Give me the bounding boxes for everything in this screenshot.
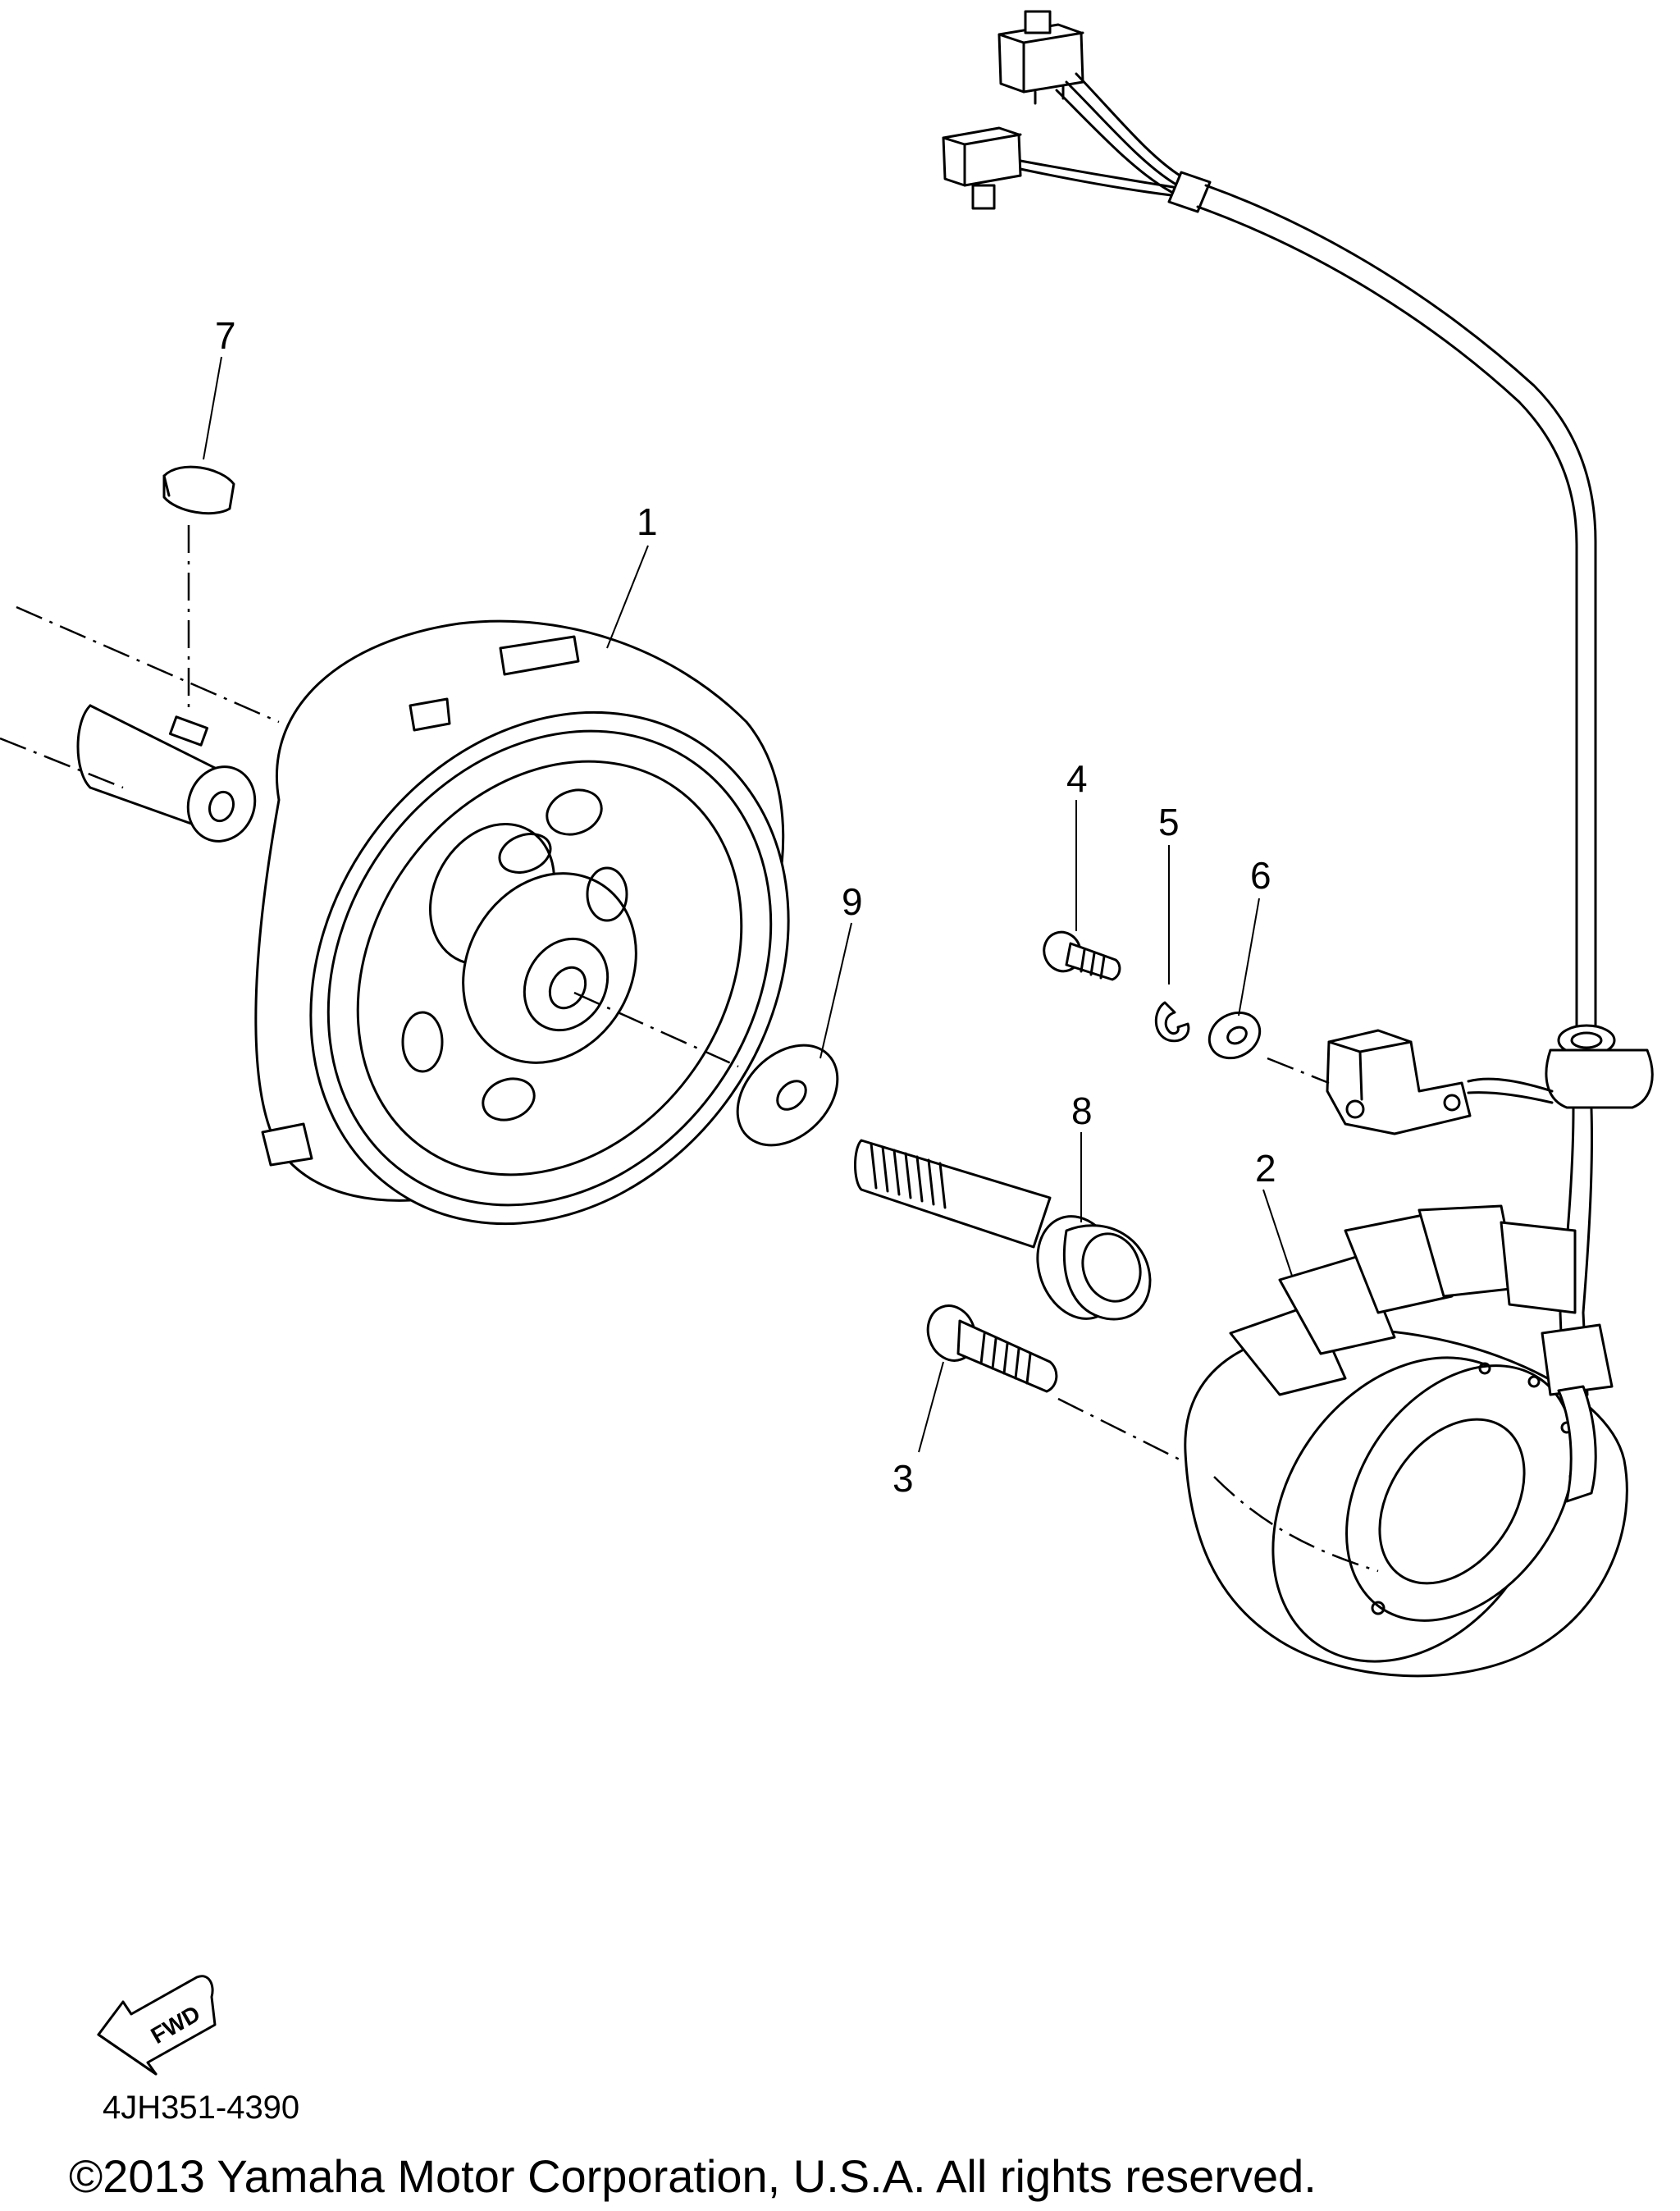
flywheel-rotor — [254, 619, 790, 1226]
harness-connector-small — [942, 126, 1022, 210]
pickup-coil-bracket — [1326, 1029, 1472, 1135]
diagram-code: 4JH351-4390 — [103, 2090, 299, 2126]
lock-washer — [1154, 1001, 1190, 1043]
leader-lines — [203, 356, 1293, 1453]
callout-3: 3 — [892, 1457, 914, 1500]
harness-grommet — [1545, 1024, 1654, 1109]
crankshaft-end — [0, 605, 280, 843]
washer — [736, 1044, 839, 1147]
callout-2: 2 — [1255, 1147, 1276, 1190]
callout-8: 8 — [1071, 1090, 1093, 1132]
callout-9: 9 — [842, 880, 863, 923]
stator-assembly — [1184, 1204, 1628, 1678]
copyright-notice: ©2013 Yamaha Motor Corporation, U.S.A. A… — [69, 2150, 1317, 2202]
pickup-screw — [1043, 930, 1121, 981]
plain-washer — [1208, 1011, 1330, 1085]
wire-harness — [942, 10, 1654, 1396]
forward-direction-arrow: FWD — [97, 1975, 217, 2076]
callout-6: 6 — [1250, 854, 1271, 897]
callout-1: 1 — [637, 500, 658, 543]
flange-bolt — [854, 1139, 1152, 1321]
callouts: 1 2 3 4 5 6 7 8 9 — [215, 314, 1276, 1500]
stator-screw — [926, 1304, 1182, 1462]
callout-7: 7 — [215, 314, 236, 357]
callout-5: 5 — [1158, 801, 1180, 843]
woodruff-key — [162, 465, 235, 714]
harness-connector-large — [998, 10, 1084, 105]
callout-4: 4 — [1066, 757, 1088, 800]
